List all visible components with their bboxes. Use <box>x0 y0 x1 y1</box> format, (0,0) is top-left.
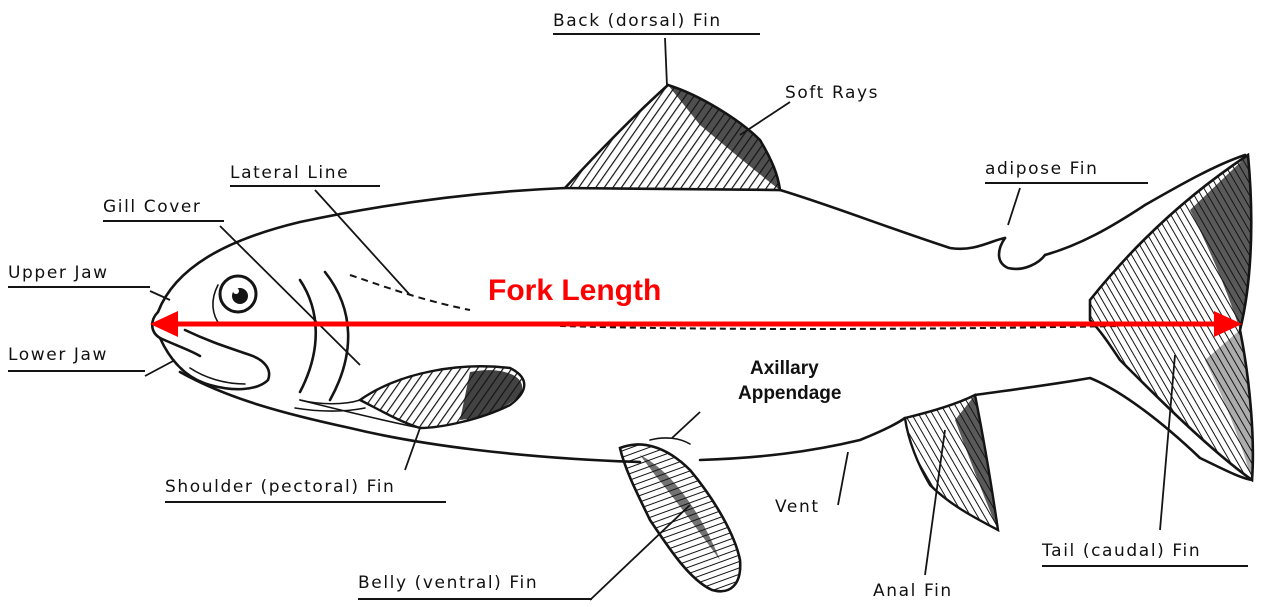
fish-body <box>158 155 1252 480</box>
caudal-fin-label: Tail (caudal) Fin <box>1041 541 1201 561</box>
dorsal-fin <box>565 85 780 190</box>
adipose-fin-label: adipose Fin <box>985 159 1098 179</box>
vent-label: Vent <box>775 497 820 517</box>
anal-fin-label: Anal Fin <box>873 581 953 601</box>
lateral-line-label: Lateral Line <box>230 163 349 183</box>
axillary-label-line1: Axillary <box>750 358 819 379</box>
adipose-fin <box>999 238 1045 269</box>
dorsal-fin-label: Back (dorsal) Fin <box>553 11 722 31</box>
upper-jaw-label: Upper Jaw <box>8 263 109 283</box>
anal-fin <box>905 395 998 530</box>
soft-rays-label: Soft Rays <box>785 83 879 103</box>
lateral-line <box>350 275 1120 329</box>
ventral-fin-label: Belly (ventral) Fin <box>358 573 538 593</box>
pectoral-fin <box>360 366 524 428</box>
lower-jaw-label: Lower Jaw <box>8 345 108 365</box>
pectoral-fin-label: Shoulder (pectoral) Fin <box>165 477 395 497</box>
gill-cover-label: Gill Cover <box>103 197 202 217</box>
head <box>152 272 365 411</box>
axillary-label-line2: Appendage <box>738 383 841 404</box>
fork-length-label: Fork Length <box>488 274 661 307</box>
